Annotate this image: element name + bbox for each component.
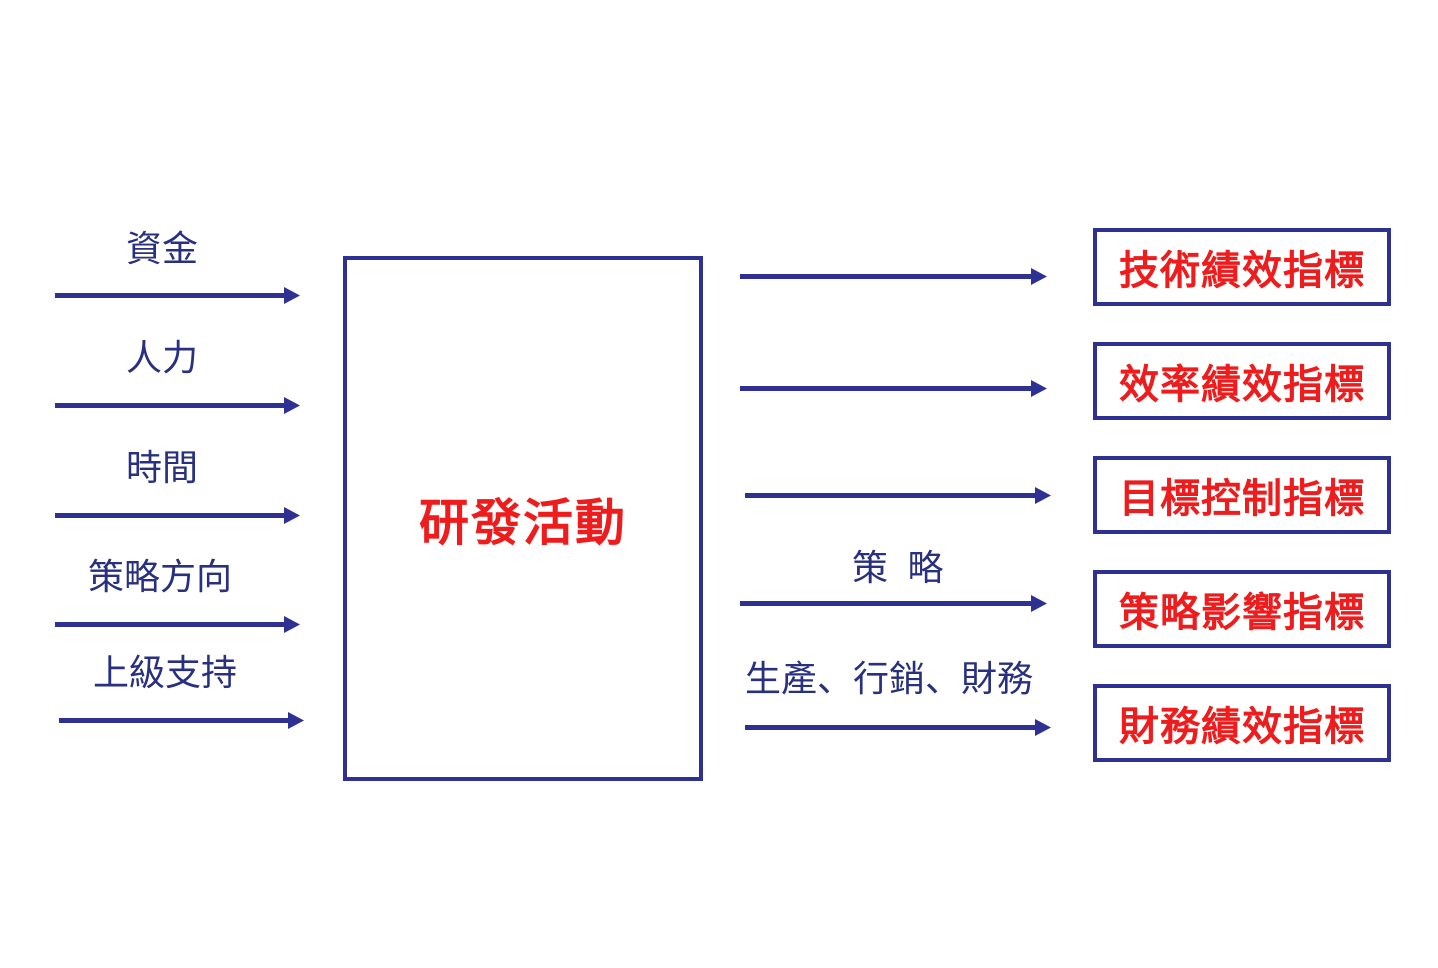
indicator-efficiency: 效率績效指標	[1093, 342, 1391, 420]
input-arrow	[55, 397, 300, 414]
input-arrow	[59, 712, 304, 729]
indicator-target-control: 目標控制指標	[1093, 456, 1391, 534]
rd-activity-label: 研發活動	[419, 493, 627, 552]
output-arrow	[740, 595, 1047, 612]
indicator-financial: 財務績效指標	[1093, 684, 1391, 762]
input-label-funds: 資金	[126, 229, 199, 270]
input-label-management-support: 上級支持	[93, 653, 238, 694]
output-label-strategy: 策 略	[852, 548, 948, 589]
output-arrow	[745, 487, 1051, 504]
input-arrow	[55, 616, 300, 633]
output-arrow	[745, 719, 1051, 736]
rd-activity-box: 研發活動	[343, 256, 703, 781]
output-arrow	[740, 268, 1047, 285]
indicator-technical: 技術績效指標	[1093, 228, 1391, 306]
input-arrow	[55, 507, 300, 524]
input-label-manpower: 人力	[126, 338, 199, 379]
indicator-strategic-impact: 策略影響指標	[1093, 570, 1391, 648]
input-arrow	[55, 287, 300, 304]
output-arrow	[740, 380, 1047, 397]
input-label-time: 時間	[126, 448, 199, 489]
output-label-functions: 生產、行銷、財務	[745, 659, 1034, 700]
input-label-strategic-direction: 策略方向	[88, 557, 233, 598]
